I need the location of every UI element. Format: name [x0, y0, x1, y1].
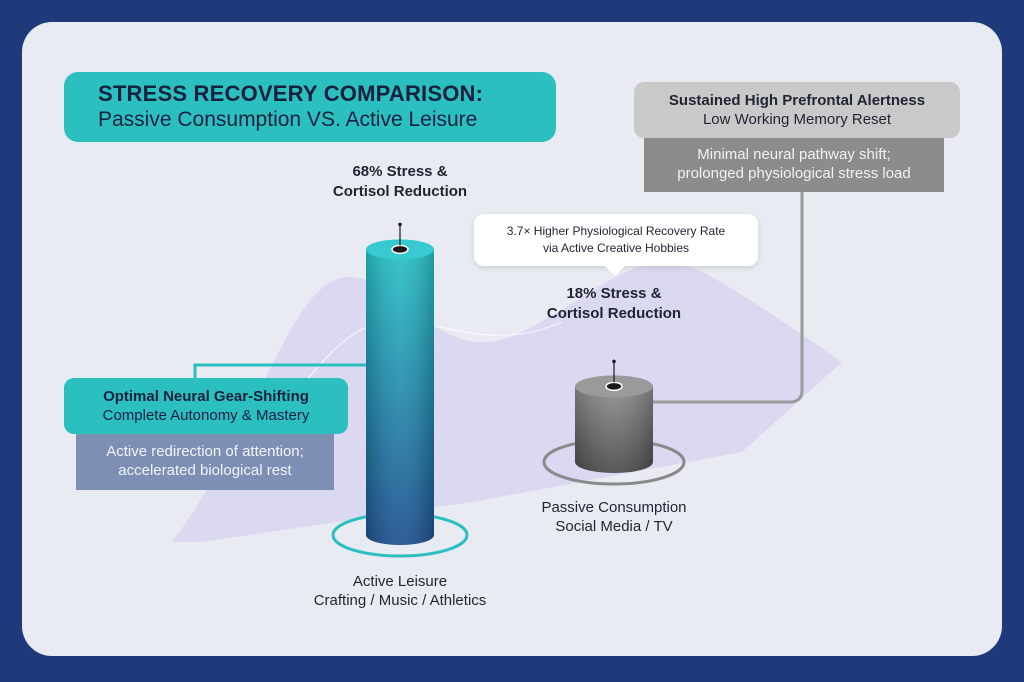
passive-value-line2: Cortisol Reduction [546, 305, 682, 322]
active-info-subheading: Complete Autonomy & Mastery [102, 407, 310, 424]
passive-category-line1: Passive Consumption [541, 499, 687, 516]
passive-info-body-line2: prolonged physiological stress load [677, 165, 911, 182]
chart-title: STRESS RECOVERY COMPARISON: [98, 81, 484, 106]
active-category-line2: Crafting / Music / Athletics [313, 592, 487, 609]
passive-connector-line [652, 192, 804, 404]
active-info-body-line2: accelerated biological rest [118, 462, 292, 479]
chart-subtitle: Passive Consumption VS. Active Leisure [98, 108, 478, 131]
active-info-body: Active redirection of attention; acceler… [76, 434, 334, 490]
active-value-line1: 68% Stress & [352, 163, 448, 180]
active-bar-marker [391, 244, 409, 255]
active-category-label: Active Leisure Crafting / Music / Athlet… [270, 572, 530, 610]
callout-line2: via Active Creative Hobbies [542, 241, 690, 255]
title-box: STRESS RECOVERY COMPARISON: Passive Cons… [64, 72, 556, 142]
passive-info-body-line1: Minimal neural pathway shift; [697, 146, 891, 163]
passive-bar-pin-dot [612, 359, 616, 364]
active-info-header: Optimal Neural Gear-Shifting Complete Au… [64, 378, 348, 434]
active-info-body-line1: Active redirection of attention; [106, 443, 304, 460]
active-bar-shade [366, 249, 434, 545]
passive-category-line2: Social Media / TV [555, 518, 673, 535]
passive-category-label: Passive Consumption Social Media / TV [494, 498, 734, 536]
passive-info-header: Sustained High Prefrontal Alertness Low … [634, 82, 960, 138]
passive-bar-marker [605, 381, 623, 392]
passive-info-subheading: Low Working Memory Reset [702, 111, 892, 128]
recovery-rate-callout: 3.7× Higher Physiological Recovery Rate … [474, 214, 758, 276]
passive-bar-shade [575, 386, 653, 473]
active-bar [366, 222, 434, 545]
active-value-label: 68% Stress & Cortisol Reduction [290, 162, 510, 202]
active-info-heading: Optimal Neural Gear-Shifting [103, 388, 309, 405]
active-category-line1: Active Leisure [352, 573, 448, 590]
infographic-card: STRESS RECOVERY COMPARISON: Passive Cons… [22, 22, 1002, 656]
chart-area [193, 192, 804, 558]
passive-value-line1: 18% Stress & [566, 285, 662, 302]
passive-info-body: Minimal neural pathway shift; prolonged … [644, 138, 944, 192]
passive-info-heading: Sustained High Prefrontal Alertness [668, 92, 926, 109]
active-value-line2: Cortisol Reduction [332, 183, 468, 200]
active-connector-line [193, 363, 390, 378]
callout-line1: 3.7× Higher Physiological Recovery Rate [506, 224, 726, 238]
active-bar-pin-dot [398, 222, 402, 227]
passive-bar [575, 359, 653, 473]
passive-value-label: 18% Stress & Cortisol Reduction [504, 284, 724, 324]
